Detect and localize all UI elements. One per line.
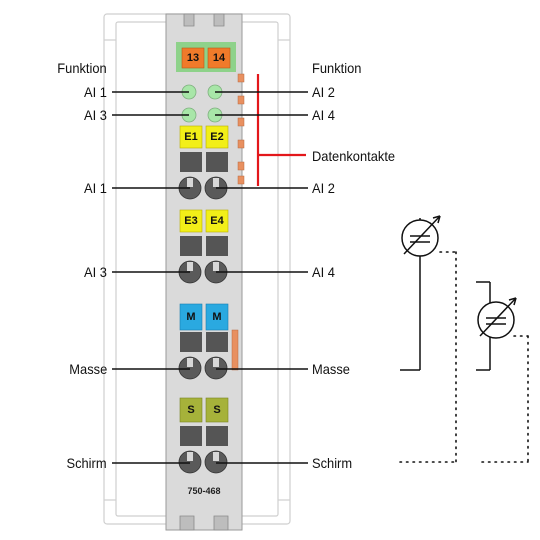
chip-e4 <box>205 209 229 233</box>
chip-s-right-label: S <box>213 404 221 416</box>
connection-lines <box>112 91 308 464</box>
chip-13-label: 13 <box>186 52 200 64</box>
release-slots-2 <box>180 236 228 256</box>
chip-m-left <box>179 303 203 331</box>
sensor-1-shield <box>399 251 457 463</box>
funktion-right-label: Funktion <box>312 60 362 76</box>
chip-s-right <box>205 397 229 423</box>
sensor-2-shield <box>481 335 529 463</box>
ai3-terminal-label: AI 3 <box>84 264 107 280</box>
masse-right-label: Masse <box>312 361 350 377</box>
chip-e4-label: E4 <box>210 215 224 227</box>
chip-e3 <box>179 209 203 233</box>
chip-s-left-label: S <box>187 404 195 416</box>
chip-e1-label: E1 <box>184 131 198 143</box>
power-jumper <box>231 329 239 371</box>
chip-e2 <box>205 125 229 149</box>
schirm-right-label: Schirm <box>312 455 353 471</box>
terminal-clamps <box>178 176 228 474</box>
chip-14-label: 14 <box>212 52 226 64</box>
ai1-terminal-label: AI 1 <box>84 180 107 196</box>
release-slots-1 <box>180 152 228 172</box>
data-contacts <box>237 73 245 185</box>
sensor-2-symbol <box>476 281 517 371</box>
chip-e1 <box>179 125 203 149</box>
release-slots-4 <box>180 426 228 446</box>
chip-14 <box>207 47 231 69</box>
sensor-1-symbol <box>400 215 441 371</box>
masse-left-label: Masse <box>69 361 107 377</box>
ai2-terminal-label: AI 2 <box>312 180 335 196</box>
funktion-left-label: Funktion <box>57 60 107 76</box>
chip-s-left <box>179 397 203 423</box>
data-contact-bus <box>256 74 306 186</box>
chip-e3-label: E3 <box>184 215 198 227</box>
ai4-terminal-label: AI 4 <box>312 264 335 280</box>
ai4-top-label: AI 4 <box>312 107 335 123</box>
chip-e2-label: E2 <box>210 131 224 143</box>
chip-m-left-label: M <box>186 311 196 323</box>
ai2-top-label: AI 2 <box>312 84 335 100</box>
chip-m-right <box>205 303 229 331</box>
release-slots-3 <box>180 332 228 352</box>
ai3-top-label: AI 3 <box>84 107 107 123</box>
datenkontakte-label: Datenkontakte <box>312 148 396 164</box>
chip-13 <box>181 47 205 69</box>
chip-m-right-label: M <box>212 311 222 323</box>
top-clip <box>183 13 225 27</box>
bottom-clip <box>179 515 229 531</box>
module-model-number: 750-468 <box>187 486 221 496</box>
schirm-left-label: Schirm <box>66 455 107 471</box>
ai1-top-label: AI 1 <box>84 84 107 100</box>
